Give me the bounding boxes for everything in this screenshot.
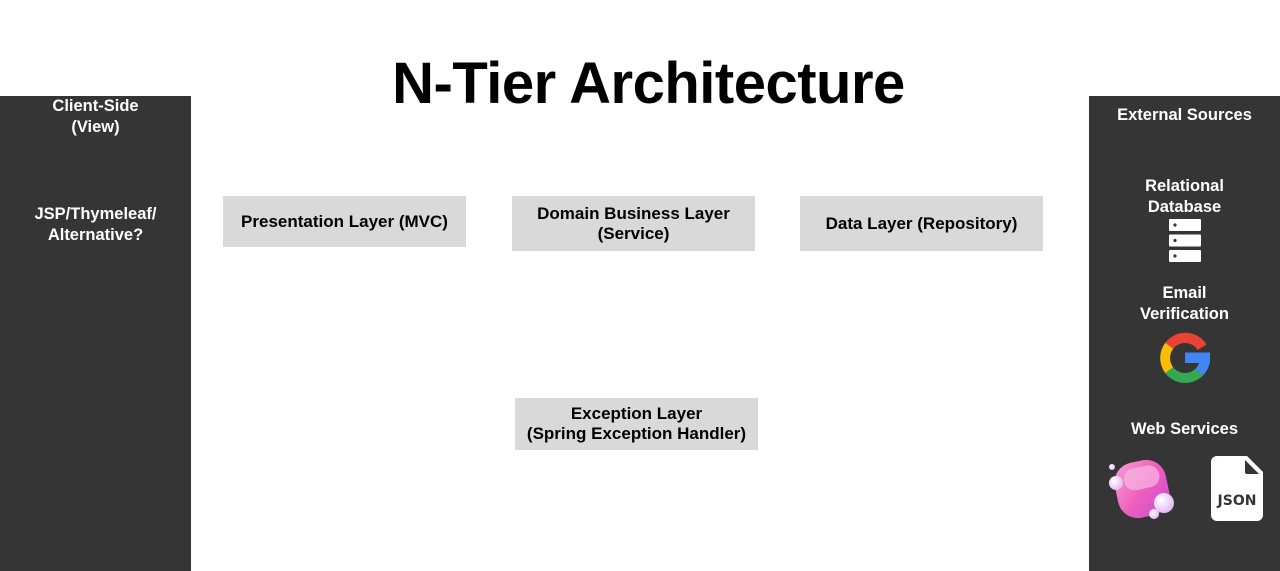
exception-layer-box: Exception Layer (Spring Exception Handle… — [515, 398, 758, 450]
external-sources-heading: External Sources — [1117, 106, 1252, 124]
diagram-title: N-Tier Architecture — [392, 51, 905, 116]
blob-app-icon — [1109, 459, 1174, 519]
client-side-heading: Client-Side (View) — [52, 97, 139, 136]
client-side-panel: Client-Side (View) JSP/Thymeleaf/ Altern… — [0, 96, 191, 571]
json-file-label: JSON — [1217, 493, 1257, 509]
relational-database-label: Relational Database — [1145, 177, 1224, 216]
google-icon — [1160, 332, 1210, 383]
presentation-layer-box: Presentation Layer (MVC) — [223, 196, 466, 247]
email-verification-label: Email Verification — [1140, 284, 1229, 323]
view-technology-text: JSP/Thymeleaf/ Alternative? — [34, 205, 157, 244]
web-services-label: Web Services — [1130, 420, 1238, 438]
json-file-icon — [1211, 456, 1263, 521]
data-layer-box: Data Layer (Repository) — [800, 196, 1043, 251]
server-stack-icon — [1169, 219, 1201, 262]
domain-business-layer-box: Domain Business Layer (Service) — [512, 196, 755, 251]
